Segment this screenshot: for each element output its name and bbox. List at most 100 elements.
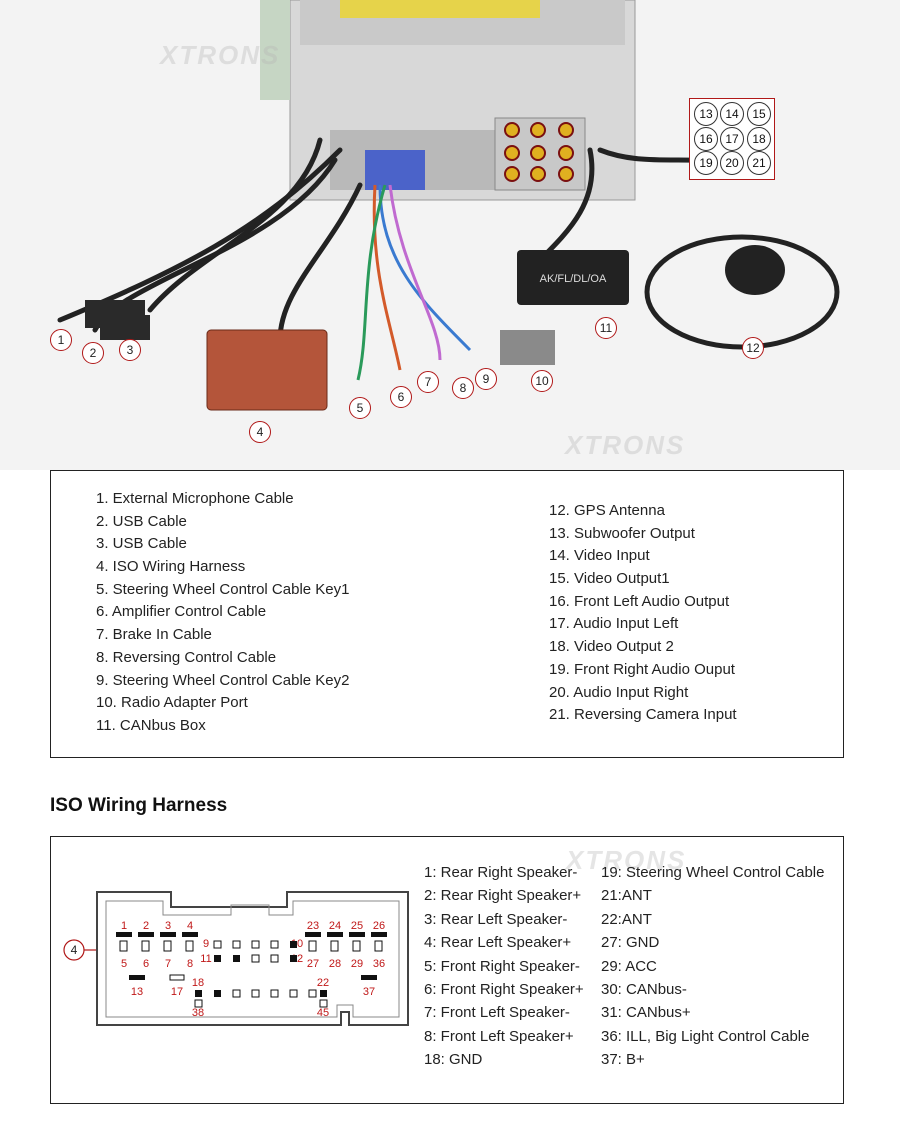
pin-15: 15 bbox=[747, 102, 771, 126]
iso-connector-diagram: 4 1 2 3 4 23 24 25 26 5 6 7 8 27 28 29 3… bbox=[63, 891, 409, 1026]
pin-assignment: 18: GND bbox=[424, 1051, 483, 1069]
pin-assignment: 31: CANbus+ bbox=[601, 1004, 691, 1022]
pin-number: 6 bbox=[143, 958, 149, 970]
pin-list-left: 1: Rear Right Speaker- 2: Rear Right Spe… bbox=[424, 861, 584, 1072]
pin-assignment: 3: Rear Left Speaker- bbox=[424, 910, 568, 928]
pin-17: 17 bbox=[720, 127, 744, 151]
pin-number: 8 bbox=[187, 958, 193, 970]
pin-16: 16 bbox=[694, 127, 718, 151]
pin-number: 4 bbox=[187, 920, 193, 932]
callout-7: 7 bbox=[417, 371, 439, 393]
pin-assignment: 7: Front Left Speaker- bbox=[424, 1004, 570, 1022]
pin-assignment: 30: CANbus- bbox=[601, 980, 687, 998]
pin-number: 27 bbox=[307, 958, 319, 970]
pin-18: 18 bbox=[747, 127, 771, 151]
legend-item: 20. Audio Input Right bbox=[549, 683, 689, 701]
iso-callout-label: 4 bbox=[71, 943, 78, 957]
pin-19: 19 bbox=[694, 151, 718, 175]
legend-item: 18. Video Output 2 bbox=[549, 638, 674, 656]
legend-item: 21. Reversing Camera Input bbox=[549, 706, 737, 724]
pin-number: 3 bbox=[165, 920, 171, 932]
callout-10: 10 bbox=[531, 370, 553, 392]
pin-assignment: 19: Steering Wheel Control Cable bbox=[601, 864, 825, 881]
legend-item: 19. Front Right Audio Ouput bbox=[549, 660, 735, 678]
pin-number: 11 bbox=[200, 953, 211, 965]
legend-item: 14. Video Input bbox=[549, 547, 650, 565]
legend-item: 4. ISO Wiring Harness bbox=[96, 558, 246, 576]
pin-number: 25 bbox=[351, 920, 363, 932]
legend-item: 10. Radio Adapter Port bbox=[96, 694, 248, 712]
pin-number: 38 bbox=[192, 1007, 204, 1019]
pin-number: 9 bbox=[203, 938, 209, 950]
pin-number: 2 bbox=[143, 920, 149, 932]
legend-item: 6. Amplifier Control Cable bbox=[96, 603, 267, 621]
pin-14: 14 bbox=[720, 102, 744, 126]
pin-number: 26 bbox=[373, 920, 385, 932]
cable-illustration: AK/FL/DL/OA bbox=[57, 0, 840, 411]
pin-number: 36 bbox=[373, 958, 385, 970]
legend-item: 11. CANbus Box bbox=[96, 716, 206, 734]
pin-assignment: 1: Rear Right Speaker- bbox=[424, 864, 578, 881]
iso-harness-box: 4 1 2 3 4 23 24 25 26 5 6 7 8 27 28 29 3… bbox=[50, 836, 844, 1104]
pin-20: 20 bbox=[720, 151, 744, 175]
legend-item: 15. Video Output1 bbox=[549, 570, 670, 588]
legend-item: 3. USB Cable bbox=[96, 535, 187, 553]
rca-pin-grid: 13 14 15 16 17 18 19 20 21 bbox=[689, 98, 775, 180]
pin-assignment: 8: Front Left Speaker+ bbox=[424, 1027, 574, 1045]
legend-item: 2. USB Cable bbox=[96, 512, 187, 530]
callout-9: 9 bbox=[475, 368, 497, 390]
callout-2: 2 bbox=[82, 342, 104, 364]
legend-item: 8. Reversing Control Cable bbox=[96, 648, 277, 666]
legend-left-list: 1. External Microphone Cable 2. USB Cabl… bbox=[96, 488, 349, 738]
pin-number: 23 bbox=[307, 920, 319, 932]
pin-assignment: 5: Front Right Speaker- bbox=[424, 957, 580, 975]
callout-11: 11 bbox=[595, 317, 617, 339]
legend-item: 9. Steering Wheel Control Cable Key2 bbox=[96, 671, 350, 689]
pin-list-right: 19: Steering Wheel Control Cable 21:ANT … bbox=[601, 861, 824, 1072]
callout-8: 8 bbox=[452, 377, 474, 399]
pin-assignment: 29: ACC bbox=[601, 957, 657, 975]
pin-assignment: 22:ANT bbox=[601, 910, 652, 928]
pin-number: 29 bbox=[351, 958, 363, 970]
pin-assignment: 2: Rear Right Speaker+ bbox=[424, 887, 582, 905]
pin-13: 13 bbox=[694, 102, 718, 126]
callout-6: 6 bbox=[390, 386, 412, 408]
pin-assignment: 37: B+ bbox=[601, 1051, 645, 1069]
pin-21: 21 bbox=[747, 151, 771, 175]
pin-assignment: 6: Front Right Speaker+ bbox=[424, 980, 584, 998]
callout-3: 3 bbox=[119, 339, 141, 361]
pin-number: 24 bbox=[329, 920, 341, 932]
legend-item: 16. Front Left Audio Output bbox=[549, 592, 730, 610]
pin-number: 7 bbox=[165, 958, 171, 970]
pin-number: 22 bbox=[317, 977, 329, 989]
section-title: ISO Wiring Harness bbox=[50, 795, 228, 816]
pin-assignment: 4: Rear Left Speaker+ bbox=[424, 934, 572, 952]
watermark: XTRONS bbox=[160, 40, 281, 70]
pin-number: 28 bbox=[329, 958, 341, 970]
watermark: XTRONS bbox=[565, 430, 686, 460]
callout-4: 4 bbox=[249, 421, 271, 443]
legend-item: 7. Brake In Cable bbox=[96, 626, 212, 644]
legend-right-list: 12. GPS Antenna 13. Subwoofer Output 14.… bbox=[549, 500, 737, 727]
pin-number: 17 bbox=[171, 986, 183, 998]
watermark: XTRONS bbox=[566, 845, 687, 875]
pin-number: 18 bbox=[192, 977, 204, 989]
callout-12: 12 bbox=[742, 337, 764, 359]
pin-number: 1 bbox=[121, 920, 127, 932]
pin-assignment: 27: GND bbox=[601, 934, 660, 952]
canbus-label: AK/FL/DL/OA bbox=[540, 273, 607, 285]
legend-item: 5. Steering Wheel Control Cable Key1 bbox=[96, 580, 350, 598]
pin-number: 37 bbox=[363, 986, 375, 998]
pin-assignment: 21:ANT bbox=[601, 887, 652, 905]
pin-number: 5 bbox=[121, 958, 127, 970]
pin-assignment: 36: ILL, Big Light Control Cable bbox=[601, 1027, 810, 1045]
pin-number: 13 bbox=[131, 986, 143, 998]
pin-number: 45 bbox=[317, 1007, 329, 1019]
legend-item: 1. External Microphone Cable bbox=[96, 490, 294, 507]
legend-item: 12. GPS Antenna bbox=[549, 502, 665, 519]
cable-legend: 1. External Microphone Cable 2. USB Cabl… bbox=[50, 470, 844, 758]
legend-item: 13. Subwoofer Output bbox=[549, 524, 695, 542]
product-photo: AK/FL/DL/OA XTRONS XTRONS 1 2 3 4 5 6 7 … bbox=[0, 0, 900, 470]
legend-item: 17. Audio Input Left bbox=[549, 615, 679, 633]
callout-5: 5 bbox=[349, 397, 371, 419]
